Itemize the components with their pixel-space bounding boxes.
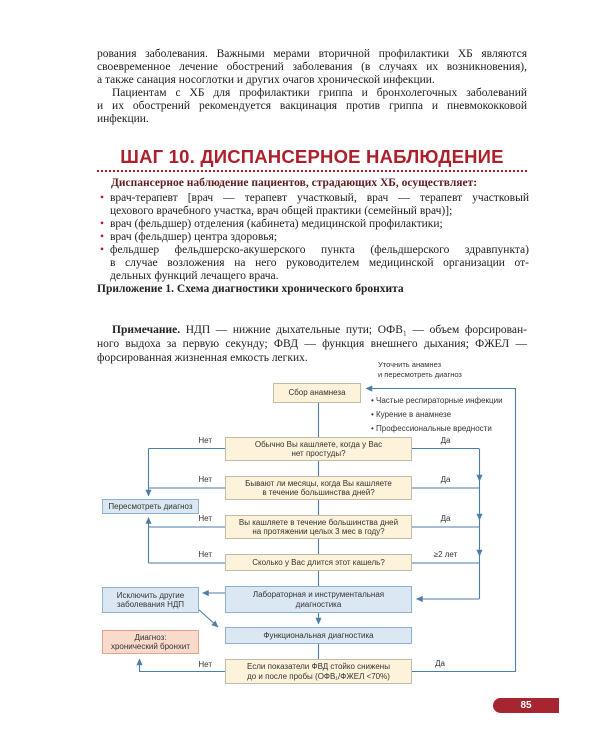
anamnesis-factors: • Частые респираторные инфекции • Курени… <box>371 394 503 436</box>
paragraph-vaccination: Пациентам с ХБ для профилактики гриппа и… <box>97 87 527 126</box>
node-question-4: Сколько у Вас длится этот кашель? <box>225 554 412 571</box>
node-text: Сбор анамнеза <box>288 388 346 398</box>
text-line: • Курение в анамнезе <box>371 410 452 419</box>
edge-label-no-4: Нет <box>198 550 212 559</box>
text-line: и пересмотреть диагноз <box>378 370 462 379</box>
node-text: Сколько у Вас длится этот кашель? <box>252 557 385 567</box>
node-text: хронический бронхит <box>110 642 191 651</box>
list-item-line: в случае возложения на него руководителе… <box>110 257 529 269</box>
text-line: • Профессиональные вредности <box>371 424 492 433</box>
node-text: Лабораторная и инструментальная <box>252 590 385 599</box>
node-diagnosis-chronic-bronchitis: Диагноз: хронический бронхит <box>102 630 199 654</box>
paragraph-prevention: рования заболевания. Важными мерами втор… <box>97 48 527 87</box>
node-question-3: Вы кашляете в течение большинства дней н… <box>225 515 412 539</box>
node-fvd-criteria: Если показатели ФВД стойко снижены до и … <box>225 659 412 684</box>
lead-sentence: Диспансерное наблюдение пациентов, страд… <box>111 177 478 189</box>
node-text: заболевания НДП <box>116 600 185 609</box>
text-line: рования заболевания. Важными мерами втор… <box>97 48 527 60</box>
list-item: врач (фельдшер) отделения (кабинета) мед… <box>97 218 529 231</box>
text-line: Пациентам с ХБ для профилактики гриппа и… <box>112 87 527 99</box>
edge-label-no-5: Нет <box>198 660 212 669</box>
text-line: Уточнить анамнез <box>378 360 442 369</box>
text-line: и их обострений рекомендуется вакцинация… <box>97 100 527 112</box>
node-text: до и после пробы (ОФВ₁/ФЖЕЛ <70%) <box>247 671 390 681</box>
node-reconsider-diagnosis: Пересмотреть диагноз <box>102 499 199 514</box>
node-text: Пересмотреть диагноз <box>108 501 193 511</box>
text-line: инфекции. <box>97 113 149 125</box>
node-text: на протяжении целых 3 мес в году? <box>252 527 385 536</box>
node-exclude-other: Исключить другие заболевания НДП <box>102 587 199 613</box>
node-text: нет простуды? <box>291 449 346 458</box>
node-text: диагностика <box>295 599 342 609</box>
node-functional-diagnostics: Функциональная диагностика <box>225 627 412 644</box>
list-item: фельдшер фельдшерско-акушерского пункта … <box>97 244 529 257</box>
edge-label-yes-3: Да <box>440 514 451 523</box>
edge-label-ge2-years: ≥2 лет <box>433 550 458 559</box>
section-heading: ШАГ 10. ДИСПАНСЕРНОЕ НАБЛЮДЕНИЕ <box>120 146 504 167</box>
appendix-title: Приложение 1. Схема диагностики хроничес… <box>97 283 404 295</box>
note-paragraph: Примечание. НДП — нижние дыхательные пут… <box>97 323 527 365</box>
note-label: Примечание. <box>112 324 181 336</box>
node-text: Обычно Вы кашляете, когда у Вас <box>254 439 383 449</box>
text-line: а также санация носоглотки и других очаг… <box>97 74 435 86</box>
note-text: НДП — нижние дыхательные пути; ОФВ₁ — об… <box>185 324 527 336</box>
list-item: врач-терапевт [врач — терапевт участковы… <box>97 192 529 205</box>
edge-label-yes-1: Да <box>440 436 451 445</box>
node-text: Исключить другие <box>116 590 185 600</box>
edge-label-yes-2: Да <box>440 475 451 484</box>
node-collect-anamnesis: Сбор анамнеза <box>273 383 361 403</box>
node-lab-diagnostics: Лабораторная и инструментальная диагност… <box>225 586 412 613</box>
node-text: Функциональная диагностика <box>263 630 374 640</box>
node-text: Если показатели ФВД стойко снижены <box>247 662 390 671</box>
edge-label-no-3: Нет <box>198 514 212 523</box>
text-line: своевременное лечение обострений заболев… <box>97 61 527 73</box>
node-text: Вы кашляете в течение большинства дней <box>238 517 399 527</box>
bullet-list: врач-терапевт [врач — терапевт участковы… <box>97 192 529 283</box>
node-question-1: Обычно Вы кашляете, когда у Вас нет прос… <box>225 437 412 461</box>
page-number-badge: 85 <box>493 698 559 713</box>
node-question-2: Бывают ли месяцы, когда Вы кашляете в те… <box>225 476 412 500</box>
dotted-divider <box>97 166 527 172</box>
node-text: Бывают ли месяцы, когда Вы кашляете <box>245 478 392 488</box>
text-line: Примечание. НДП — нижние дыхательные пут… <box>97 323 527 337</box>
list-item-line: дельных функций лечащего врача. <box>110 270 279 282</box>
list-item-line: цехового врачебного участка, врач общей … <box>110 205 453 217</box>
text-line: ного выдоха за первую секунду; ФВД — фун… <box>97 338 527 350</box>
node-text: в течение большинства дней? <box>262 488 375 497</box>
list-item: врач (фельдшер) центра здоровья; <box>97 231 529 244</box>
node-text: Диагноз: <box>134 632 167 642</box>
edge-label-no-2: Нет <box>198 475 212 484</box>
edge-label-yes-5: Да <box>435 659 445 668</box>
loop-annotation: Уточнить анамнез и пересмотреть диагноз <box>378 360 462 380</box>
text-line: • Частые респираторные инфекции <box>371 396 503 405</box>
edge-label-no-1: Нет <box>198 436 212 445</box>
text-line: форсированная жизненная емкость легких. <box>97 352 308 364</box>
